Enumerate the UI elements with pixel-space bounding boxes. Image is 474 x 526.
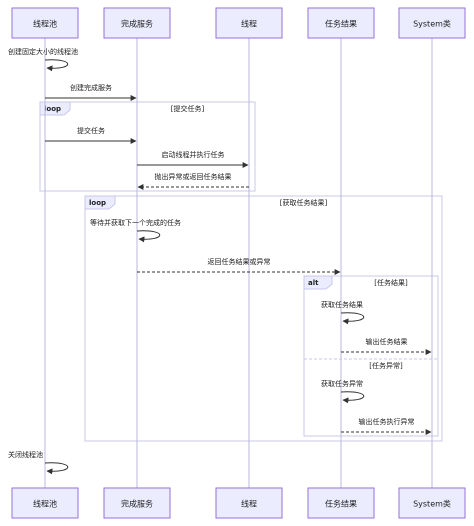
- self-message-arrow: [44, 462, 69, 475]
- participant-thread-bottom: 线程: [215, 487, 283, 519]
- self-message-arrow: [340, 312, 365, 325]
- participant-label: 线程: [241, 19, 257, 29]
- participant-box: [398, 487, 466, 519]
- participant-label: 线程池: [33, 19, 57, 29]
- participant-label: 线程: [241, 499, 257, 509]
- participant-result-bottom: 任务结果: [307, 487, 375, 519]
- message-label: 等待并获取下一个完成的任务: [90, 218, 181, 227]
- participant-label: System类: [413, 19, 451, 29]
- participant-pool-bottom: 线程池: [11, 487, 79, 519]
- message-6: 返回任务结果或异常: [137, 257, 341, 275]
- frame-border: [39, 101, 256, 192]
- message-9: 获取任务异常: [321, 379, 365, 404]
- participant-box: [11, 487, 79, 519]
- participant-box: [103, 7, 171, 39]
- frame-kind-label: loop: [44, 105, 61, 113]
- message-label: 启动线程并执行任务: [162, 150, 225, 159]
- frame-condition: [任务结果]: [374, 278, 408, 287]
- message-8: 输出任务结果: [341, 337, 432, 355]
- participant-label: 线程池: [33, 499, 57, 509]
- message-label: 提交任务: [77, 126, 105, 135]
- participant-thread-top: 线程: [215, 7, 283, 39]
- frame-border: [303, 275, 439, 437]
- message-label: 输出任务结果: [366, 337, 408, 346]
- participant-cs-bottom: 完成服务: [103, 487, 171, 519]
- message-label: 创建完成服务: [70, 83, 112, 92]
- message-0: 创建固定大小的线程池: [8, 47, 78, 72]
- frame-condition: [提交任务]: [171, 104, 205, 113]
- frame-condition: [获取任务结果]: [280, 198, 328, 207]
- participant-label: 完成服务: [121, 19, 153, 29]
- frame-kind-label: alt: [308, 279, 319, 287]
- participant-label: System类: [413, 499, 451, 509]
- message-5: 等待并获取下一个完成的任务: [90, 218, 181, 243]
- message-label: 抛出异常或返回任务结果: [155, 172, 232, 181]
- participant-label: 完成服务: [121, 499, 153, 509]
- frame-loop-1: loop [获取任务结果]: [84, 195, 443, 442]
- message-2: 提交任务: [45, 126, 137, 144]
- message-label: 关闭线程池: [8, 450, 43, 459]
- message-4: 抛出异常或返回任务结果: [137, 172, 249, 190]
- message-label: 创建固定大小的线程池: [8, 47, 78, 56]
- message-11: 关闭线程池: [8, 450, 69, 475]
- participant-box: [307, 487, 375, 519]
- frame-border: [84, 195, 443, 442]
- frame-tag: [303, 275, 333, 290]
- participant-result-top: 任务结果: [307, 7, 375, 39]
- self-message-arrow: [136, 230, 161, 243]
- self-message-arrow: [340, 391, 365, 404]
- self-message-arrow: [44, 59, 69, 72]
- frame-alt-2: alt [任务结果] [任务异常]: [303, 275, 439, 437]
- frame-tag: [84, 195, 116, 210]
- participant-label: 任务结果: [325, 19, 357, 29]
- participant-label: 任务结果: [325, 499, 357, 509]
- participant-pool-top: 线程池: [11, 7, 79, 39]
- message-1: 创建完成服务: [45, 83, 137, 101]
- message-label: 获取任务结果: [321, 300, 363, 309]
- message-10: 输出任务执行异常: [341, 417, 432, 435]
- message-3: 启动线程并执行任务: [137, 150, 249, 168]
- participant-sys-top: System类: [398, 7, 466, 39]
- message-label: 输出任务执行异常: [359, 417, 415, 426]
- frame-kind-label: loop: [89, 199, 106, 207]
- participant-cs-top: 完成服务: [103, 7, 171, 39]
- participant-box: [215, 487, 283, 519]
- participant-box: [103, 487, 171, 519]
- frame-tag: [39, 101, 71, 116]
- participant-box: [11, 7, 79, 39]
- frame-else-condition: [任务异常]: [369, 361, 403, 370]
- message-label: 返回任务结果或异常: [208, 257, 271, 266]
- frame-loop-0: loop [提交任务]: [39, 101, 256, 192]
- message-7: 获取任务结果: [321, 300, 365, 325]
- participant-box: [398, 7, 466, 39]
- participant-sys-bottom: System类: [398, 487, 466, 519]
- participant-box: [215, 7, 283, 39]
- message-label: 获取任务异常: [321, 379, 363, 388]
- participant-box: [307, 7, 375, 39]
